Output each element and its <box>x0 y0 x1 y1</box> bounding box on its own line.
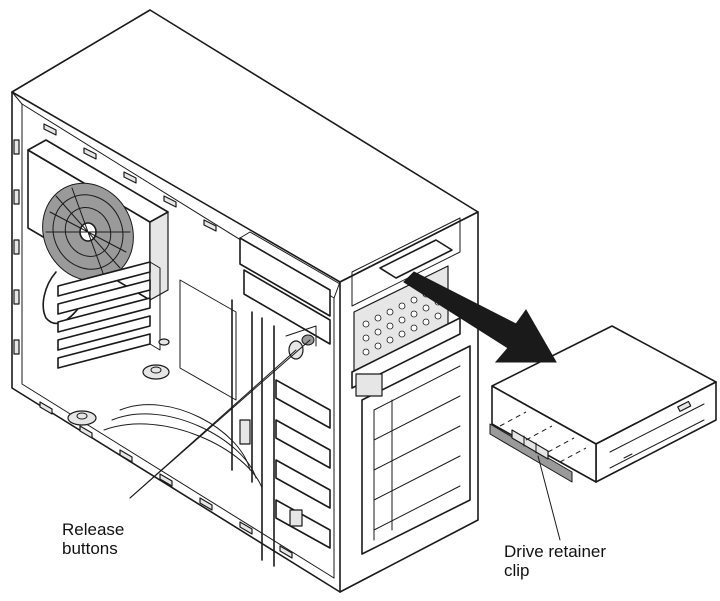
rim-slots-bottom <box>39 401 293 559</box>
chassis-open-side <box>11 91 341 593</box>
standoff-2 <box>67 410 97 426</box>
release-buttons-leader <box>129 339 311 499</box>
optical-drive <box>491 325 717 483</box>
release-buttons-label: Release buttons <box>62 520 125 558</box>
chassis-floor <box>67 279 263 489</box>
drive-retainer-clip-label: Drive retainer clip <box>504 542 607 580</box>
standoff-1 <box>142 364 170 380</box>
drive-retainer-clip <box>489 423 573 483</box>
retainer-clip-leader <box>537 455 561 541</box>
standoff-3 <box>158 338 170 346</box>
expansion-slot-covers <box>57 261 161 369</box>
removal-arrow <box>403 271 557 363</box>
alignment-guides <box>499 411 587 463</box>
power-supply <box>27 139 169 301</box>
drive-bay-cage <box>231 231 341 567</box>
front-bay-cage <box>351 217 471 555</box>
psu-cable <box>42 271 99 324</box>
rim-slots-left <box>13 139 20 355</box>
